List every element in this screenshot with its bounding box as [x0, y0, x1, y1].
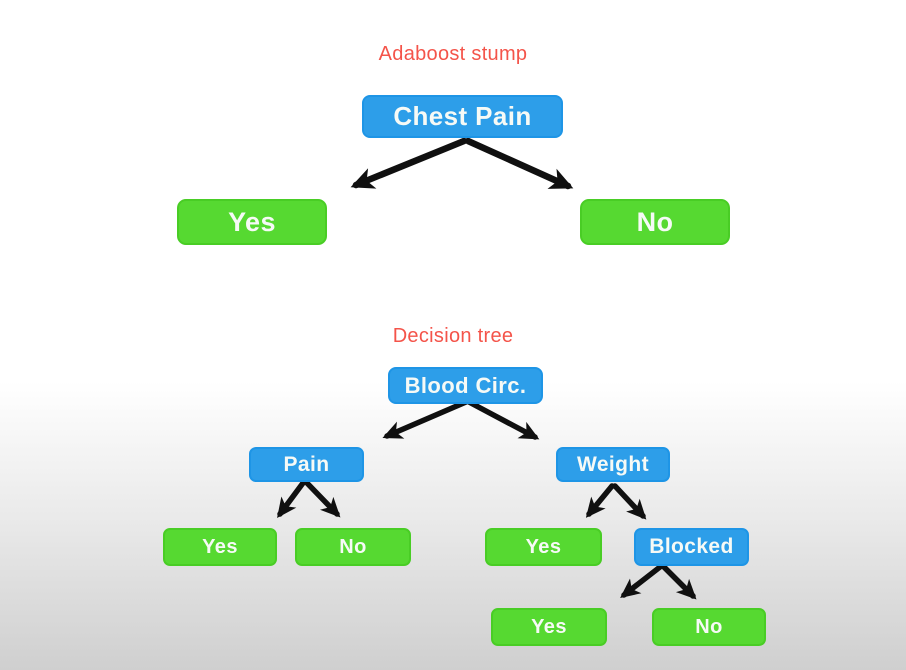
edge-weight-blocked [612, 483, 647, 520]
node-blocked-yes: Yes [491, 608, 607, 646]
edge-weight-yes [585, 483, 615, 518]
node-pain-yes: Yes [163, 528, 277, 566]
node-blocked: Blocked [634, 528, 749, 566]
edge-pain-no [304, 480, 341, 518]
edge-bloodcirc-pain [382, 399, 469, 439]
node-stump-yes: Yes [177, 199, 327, 245]
edge-chestpain-yes [350, 137, 468, 189]
edge-bloodcirc-weight [466, 399, 540, 440]
edge-blocked-no [661, 564, 697, 600]
node-weight: Weight [556, 447, 670, 482]
edge-blocked-yes [620, 564, 663, 599]
node-pain-no: No [295, 528, 411, 566]
decision-tree-title: Decision tree [392, 325, 514, 347]
edge-pain-yes [277, 480, 306, 518]
node-pain: Pain [249, 447, 364, 482]
node-stump-no: No [580, 199, 730, 245]
stump-title: Adaboost stump [378, 43, 528, 65]
node-blocked-no: No [652, 608, 766, 646]
edge-chestpain-no [464, 137, 574, 190]
node-blood-circ: Blood Circ. [388, 367, 543, 404]
node-weight-yes: Yes [485, 528, 602, 566]
node-chest-pain: Chest Pain [362, 95, 563, 138]
